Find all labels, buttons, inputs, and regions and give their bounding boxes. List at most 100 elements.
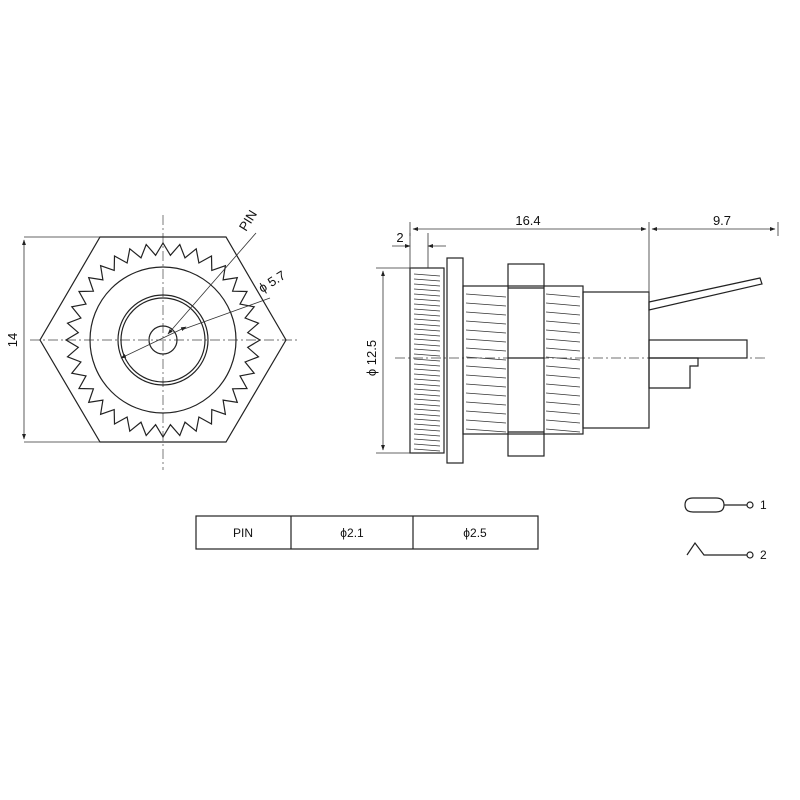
thread-line [545, 365, 581, 370]
socket-circle [117, 294, 209, 386]
knurl-line [413, 438, 441, 442]
pin-table-col1: ϕ2.1 [340, 526, 364, 540]
thread-line [465, 293, 507, 298]
knurl-line [413, 358, 441, 362]
thread-line [545, 392, 581, 397]
pin-2-symbol-icon [686, 541, 747, 556]
thread-line [545, 428, 581, 433]
thread-line [465, 374, 507, 379]
knurl-line [413, 368, 441, 372]
height-dimension-label: 14 [5, 333, 20, 347]
flange-knurling [413, 273, 441, 452]
knurl-line [413, 378, 441, 382]
thread-line [465, 311, 507, 316]
knurl-line [413, 448, 441, 452]
front-view: 14 PIN ϕ 5.7 [5, 207, 300, 470]
panel-washer [446, 257, 464, 464]
knurl-line [413, 323, 441, 327]
knurl-line [413, 328, 441, 332]
knurl-line [413, 363, 441, 367]
knurl-line [413, 303, 441, 307]
knurl-line [413, 408, 441, 412]
thread-line [545, 356, 581, 361]
thread-line [545, 329, 581, 334]
hex-nut-side [507, 263, 545, 457]
hole-dimension-label: ϕ 5.7 [256, 267, 289, 295]
knurl-line [413, 348, 441, 352]
thread-line [465, 428, 507, 433]
knurl-line [413, 433, 441, 437]
knurl-line [413, 343, 441, 347]
knurl-line [413, 298, 441, 302]
pin-table: PIN ϕ2.1 ϕ2.5 [195, 515, 539, 550]
knurl-line [413, 423, 441, 427]
pin-table-col2: ϕ2.5 [463, 526, 487, 540]
thread-line [545, 383, 581, 388]
hole-dim-leader [183, 297, 271, 330]
knurl-line [413, 353, 441, 357]
pin-1-terminal [648, 277, 763, 311]
pin-legend: 1 2 [684, 497, 767, 562]
pin-label: PIN [236, 207, 260, 233]
thread-line [465, 320, 507, 325]
thread-line [545, 302, 581, 307]
knurl-line [413, 293, 441, 297]
knurl-line [413, 333, 441, 337]
thread-line [545, 293, 581, 298]
knurled-ring [64, 241, 262, 439]
knurl-line [413, 443, 441, 447]
pin-leader-line [167, 232, 257, 335]
pin-1-symbol-icon [684, 497, 725, 513]
knurl-line [413, 373, 441, 377]
thread-line [545, 338, 581, 343]
thread-line [465, 419, 507, 424]
pin-1-terminal-icon [746, 501, 754, 509]
knurl-line [413, 418, 441, 422]
rear-body [582, 291, 650, 429]
thread-line [545, 347, 581, 352]
knurl-line [413, 393, 441, 397]
thread-line [465, 383, 507, 388]
pin-1-label: 1 [760, 498, 767, 512]
knurl-line [413, 338, 441, 342]
knurl-line [413, 383, 441, 387]
thread-line [465, 338, 507, 343]
knurl-line [413, 413, 441, 417]
pin-table-border [195, 515, 539, 550]
pin-dimension-label: 9.7 [713, 213, 731, 228]
hex-nut-outline [39, 236, 287, 443]
pin-2-terminal-icon [746, 551, 754, 559]
hole-dimension-line [120, 326, 187, 359]
thread-line [545, 311, 581, 316]
side-view: 2 16.4 9.7 ϕ 12.5 [364, 213, 779, 464]
pin-2-label: 2 [760, 548, 767, 562]
knurl-line [413, 278, 441, 282]
thread-line [465, 401, 507, 406]
thread-line [465, 365, 507, 370]
pin-3-terminal [648, 357, 699, 389]
thread-line [545, 374, 581, 379]
outer-ring-circle [89, 266, 237, 414]
thread-line [465, 410, 507, 415]
knurl-line [413, 398, 441, 402]
knurl-line [413, 403, 441, 407]
flange-dimension-label: 2 [396, 230, 403, 245]
knurl-line [413, 388, 441, 392]
thread-line [545, 401, 581, 406]
thread-line [545, 419, 581, 424]
pin-table-header: PIN [233, 526, 253, 540]
thread-line [545, 410, 581, 415]
body-dimension-label: 16.4 [515, 213, 540, 228]
knurl-line [413, 313, 441, 317]
knurl-line [413, 288, 441, 292]
thread-line [465, 392, 507, 397]
thread-line [465, 356, 507, 361]
knurl-line [413, 428, 441, 432]
thread-line [465, 347, 507, 352]
knurled-flange [409, 267, 445, 454]
pin-2-terminal [648, 339, 748, 359]
thread-line [465, 302, 507, 307]
thread-line [545, 320, 581, 325]
